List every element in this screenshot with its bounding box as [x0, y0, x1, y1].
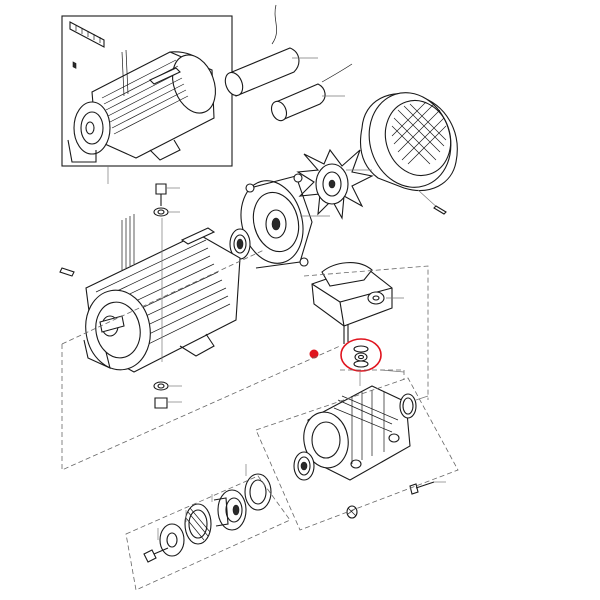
capacitor-small — [270, 63, 353, 122]
stator-front-face — [85, 289, 151, 371]
highlighted-washer-set — [309, 338, 405, 373]
front-seal-ring — [244, 473, 272, 511]
inset-terminal-box — [149, 67, 181, 85]
fan-cover-screw — [433, 205, 447, 215]
pressure-switch — [311, 262, 404, 344]
pump-bearing — [293, 451, 315, 481]
pump-seal-right — [399, 393, 429, 419]
pump-front-assembly — [143, 464, 272, 563]
highlight-ring — [340, 338, 382, 372]
mounting-nut-bottom — [153, 381, 182, 409]
front-bolt — [143, 547, 169, 563]
capacitor-large — [224, 4, 318, 97]
stator-terminal-box — [180, 227, 216, 245]
assembly-guide-lines — [61, 249, 459, 591]
rear-end-shield — [240, 173, 330, 269]
housing-cap-screw — [409, 481, 446, 495]
fan-cover — [360, 92, 458, 215]
pump-housing — [303, 372, 411, 481]
impeller — [213, 489, 247, 531]
shaft-key — [59, 267, 75, 277]
cooling-fan — [296, 148, 374, 220]
mounting-bolt-top — [153, 183, 180, 217]
inset-terminal-strip — [69, 21, 105, 69]
rear-bearing — [229, 228, 251, 260]
spacer-washer — [159, 523, 185, 557]
inset-front-flange — [73, 101, 111, 155]
inset-assembled-motor — [61, 15, 233, 184]
fan-cover-grille — [391, 101, 447, 165]
inset-motor-body — [67, 49, 216, 163]
mechanical-seal — [184, 503, 212, 545]
highlight-marker-dot — [309, 349, 319, 359]
motor-stator-housing — [83, 214, 241, 373]
drain-plug — [346, 505, 358, 519]
